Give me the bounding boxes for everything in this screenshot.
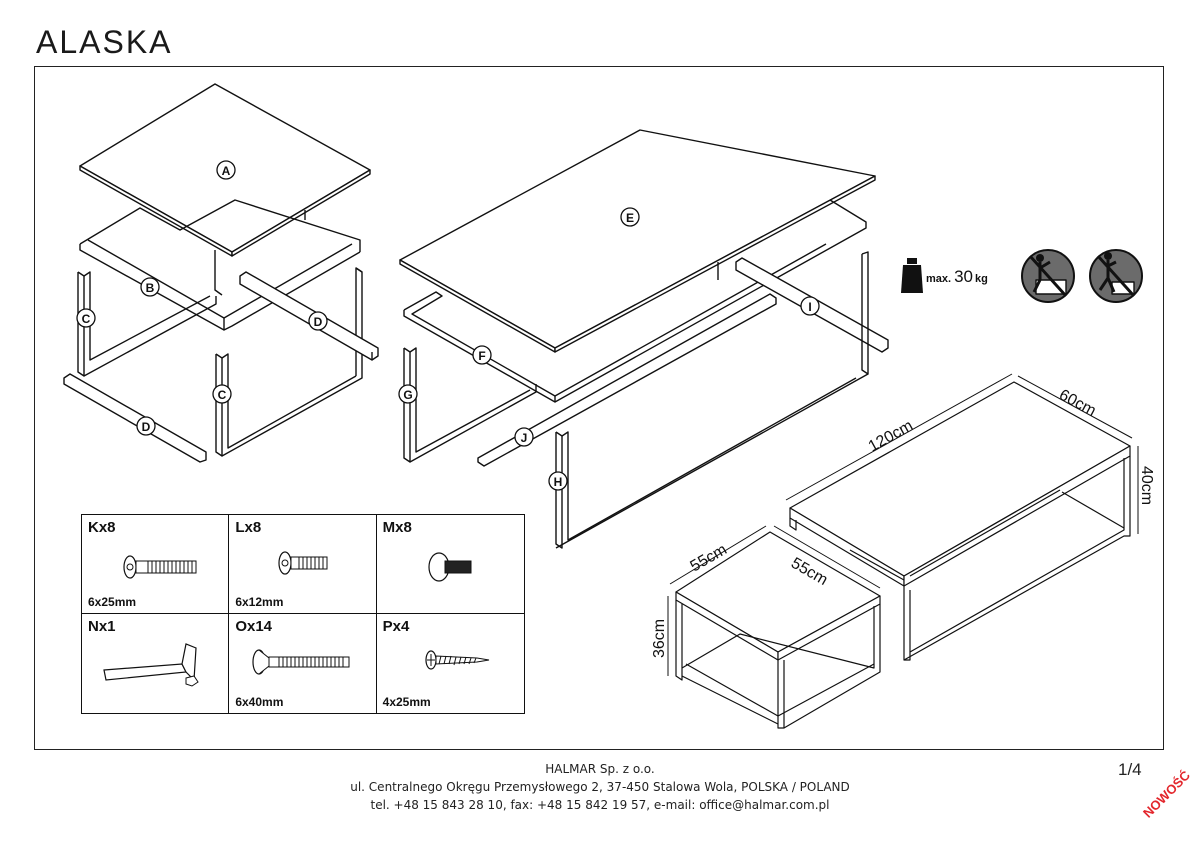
max-load-prefix: max.	[926, 273, 952, 285]
label-h-circle	[548, 471, 568, 491]
hardware-cell-p: Px4 4x25mm	[377, 614, 524, 713]
label-j-text: J	[521, 431, 528, 445]
weight-icon	[901, 258, 923, 293]
glide-foot-icon	[428, 552, 472, 582]
label-f-text: F	[478, 349, 485, 363]
label-b-circle	[140, 277, 160, 297]
hardware-code: Nx1	[88, 618, 116, 635]
hardware-cell-l: Lx8 6x12mm	[229, 515, 377, 614]
label-d2-circle	[136, 416, 156, 436]
label-c1-text: C	[82, 312, 91, 326]
hardware-code: Mx8	[382, 519, 412, 536]
small-table-assembled	[675, 531, 881, 729]
side-h-drawing	[555, 377, 857, 549]
dim-small-height: 36cm	[651, 619, 668, 658]
dimension-lines	[667, 373, 1139, 676]
hardware-cell-o: Ox14 6x40mm	[229, 614, 377, 713]
label-g-text: G	[403, 388, 412, 402]
no-climbing-icon	[1089, 249, 1143, 303]
hardware-cell-n: Nx1	[82, 614, 230, 713]
rail-d-upper-drawing	[239, 271, 379, 361]
footer-address: ul. Centralnego Okręgu Przemysłowego 2, …	[350, 780, 850, 794]
label-a-text: A	[222, 164, 231, 178]
label-i-circle	[800, 296, 820, 316]
max-load-value: 30	[954, 267, 973, 286]
wood-screw-icon	[425, 650, 489, 670]
label-g-circle	[398, 384, 418, 404]
label-e-text: E	[626, 211, 634, 225]
label-e-circle	[620, 207, 640, 227]
hardware-cell-k: Kx8 6x25mm	[82, 515, 230, 614]
hardware-code: Px4	[382, 618, 410, 635]
hardware-code: Kx8	[88, 519, 116, 536]
label-c2-text: C	[218, 388, 227, 402]
hardware-code: Ox14	[235, 618, 273, 635]
document-title: ALASKA	[36, 24, 173, 60]
footer-company: HALMAR Sp. z o.o.	[545, 762, 655, 776]
max-load-unit: kg	[975, 273, 988, 285]
short-bolt-icon	[278, 551, 328, 575]
label-d2-text: D	[142, 420, 151, 434]
hardware-size: 6x12mm	[235, 595, 284, 609]
label-a-circle	[216, 160, 236, 180]
rail-d-lower-drawing	[63, 373, 207, 463]
hardware-size: 6x40mm	[235, 695, 284, 709]
label-d1-circle	[308, 311, 328, 331]
footer: HALMAR Sp. z o.o. ul. Centralnego Okręgu…	[0, 760, 1200, 814]
panel-e-drawing	[399, 129, 876, 353]
label-j-circle	[514, 427, 534, 447]
rail-j-drawing	[477, 293, 777, 467]
frame-f-drawing	[403, 199, 867, 403]
label-f-circle	[472, 345, 492, 365]
hardware-cell-m: Mx8	[376, 515, 524, 614]
no-standing-on-table-icon	[1021, 249, 1075, 303]
label-b-text: B	[146, 281, 155, 295]
large-table-assembled	[789, 381, 1131, 661]
hardware-size: 6x25mm	[88, 595, 137, 609]
footer-contact: tel. +48 15 843 28 10, fax: +48 15 842 1…	[370, 798, 830, 812]
allen-key-icon	[103, 643, 199, 687]
label-d1-text: D	[314, 315, 323, 329]
side-g-drawing	[403, 347, 537, 463]
dim-large-height: 40cm	[1138, 466, 1155, 505]
label-h-text: H	[554, 475, 563, 489]
label-i-text: I	[808, 300, 811, 314]
label-c1-circle	[76, 308, 96, 328]
label-c2-circle	[212, 384, 232, 404]
instruction-frame	[34, 66, 1164, 750]
hardware-code: Lx8	[235, 519, 262, 536]
countersunk-bolt-icon	[252, 649, 350, 675]
page-number: 1/4	[1118, 760, 1142, 779]
bolt-icon	[123, 555, 197, 579]
hardware-table: Kx8 6x25mm Lx8 6x12mm Mx8 Nx1	[81, 514, 525, 714]
hardware-size: 4x25mm	[382, 695, 431, 709]
